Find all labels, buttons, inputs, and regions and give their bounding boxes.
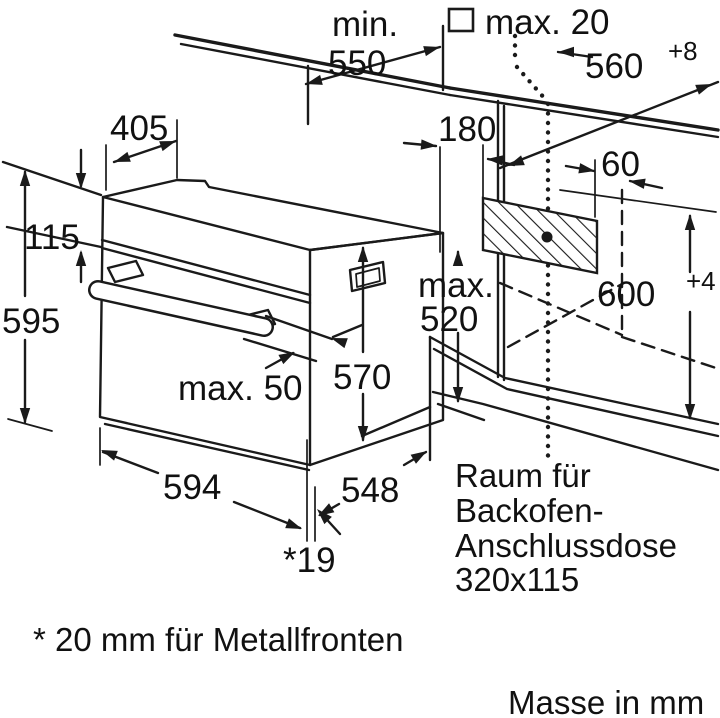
oven-side-face [308, 231, 445, 467]
worktop-front-edge [173, 33, 452, 90]
hatch-parallelogram [481, 196, 599, 275]
dim-max50-label: max. 50 [178, 369, 303, 408]
side-vent-slot-outer [348, 260, 387, 293]
hob-cutout-square-symbol [447, 7, 475, 33]
dim-550-label: 550 [328, 44, 386, 83]
dim-min550-line [304, 45, 442, 86]
side-vent-slot-inner [355, 267, 381, 288]
hidden-edge-1 [498, 281, 624, 337]
oven-bottom-edge-inner [103, 422, 311, 472]
wall-line-behind-oven [1, 160, 103, 197]
worktop-lines [1, 33, 720, 432]
hidden-edge-2 [506, 282, 624, 349]
dim-max520-label-1: max. [418, 266, 494, 305]
dim-max50-ext-2 [242, 337, 318, 363]
bottom-left-extension-tick [7, 418, 53, 432]
note-line-2: Backofen- [455, 492, 604, 529]
worktop-front-edge-inner [179, 42, 452, 97]
dim-595-label: 595 [2, 302, 60, 341]
dim-max20-label: max. 20 [485, 3, 610, 42]
dim-560-label: 560 [585, 47, 643, 86]
niche-floor-front-edge [428, 335, 720, 426]
hidden-rear-bottom [620, 335, 718, 370]
base-shelf-edge-inner [436, 402, 486, 422]
dim-548-label: 548 [341, 471, 399, 510]
panel-bottom-extension [5, 225, 103, 249]
dim-405-label: 405 [110, 109, 168, 148]
dim-19-label: *19 [283, 541, 336, 580]
dim-560-tolerance: +8 [668, 36, 698, 66]
dimension-labels: min. 550 max. 20 560 +8 405 115 595 180 … [2, 3, 716, 580]
oven [88, 178, 445, 472]
niche-top-edge-inner [448, 93, 720, 139]
dotted-segment-slant [514, 64, 549, 103]
dim-115-label: 115 [24, 218, 80, 257]
note-line-1: Raum für [455, 457, 591, 494]
dim-min-label: min. [332, 5, 398, 44]
oven-front-face [98, 195, 312, 467]
door-handle-bar [90, 282, 272, 335]
control-panel-bottom-2 [100, 246, 312, 305]
niche-front-width-edge [498, 80, 720, 170]
niche-rear-top-extension [559, 189, 717, 213]
note-line-4: 320x115 [455, 561, 579, 598]
control-panel-bottom-1 [100, 238, 312, 297]
dim-max50-leader-a [331, 323, 364, 339]
dim-180-label: 180 [438, 110, 496, 149]
dim-570-label: 570 [333, 358, 391, 397]
connection-point-dot [541, 231, 553, 243]
dim-max50-ext-1 [264, 314, 334, 341]
connection-box-note: Raum für Backofen- Anschlussdose 320x115 [455, 457, 677, 598]
niche-top-edge [448, 86, 720, 132]
handle-bracket-left [106, 259, 145, 284]
dim-594-label: 594 [163, 468, 221, 507]
base-front-edge-left [360, 405, 432, 438]
dotted-center-line [512, 33, 551, 459]
dim-600-label: 600 [597, 275, 655, 314]
dim-60-label: 60 [601, 145, 640, 184]
connection-box-hatched-area [481, 196, 599, 275]
dim-max520-label-2: 520 [420, 300, 478, 339]
units-note: Masse in mm [508, 684, 704, 718]
dim-600-tolerance: +4 [686, 266, 716, 296]
footnote-metal-fronts: * 20 mm für Metallfronten [33, 621, 403, 658]
note-line-3: Anschlussdose [455, 527, 677, 564]
base-shelf-edge [431, 390, 720, 472]
